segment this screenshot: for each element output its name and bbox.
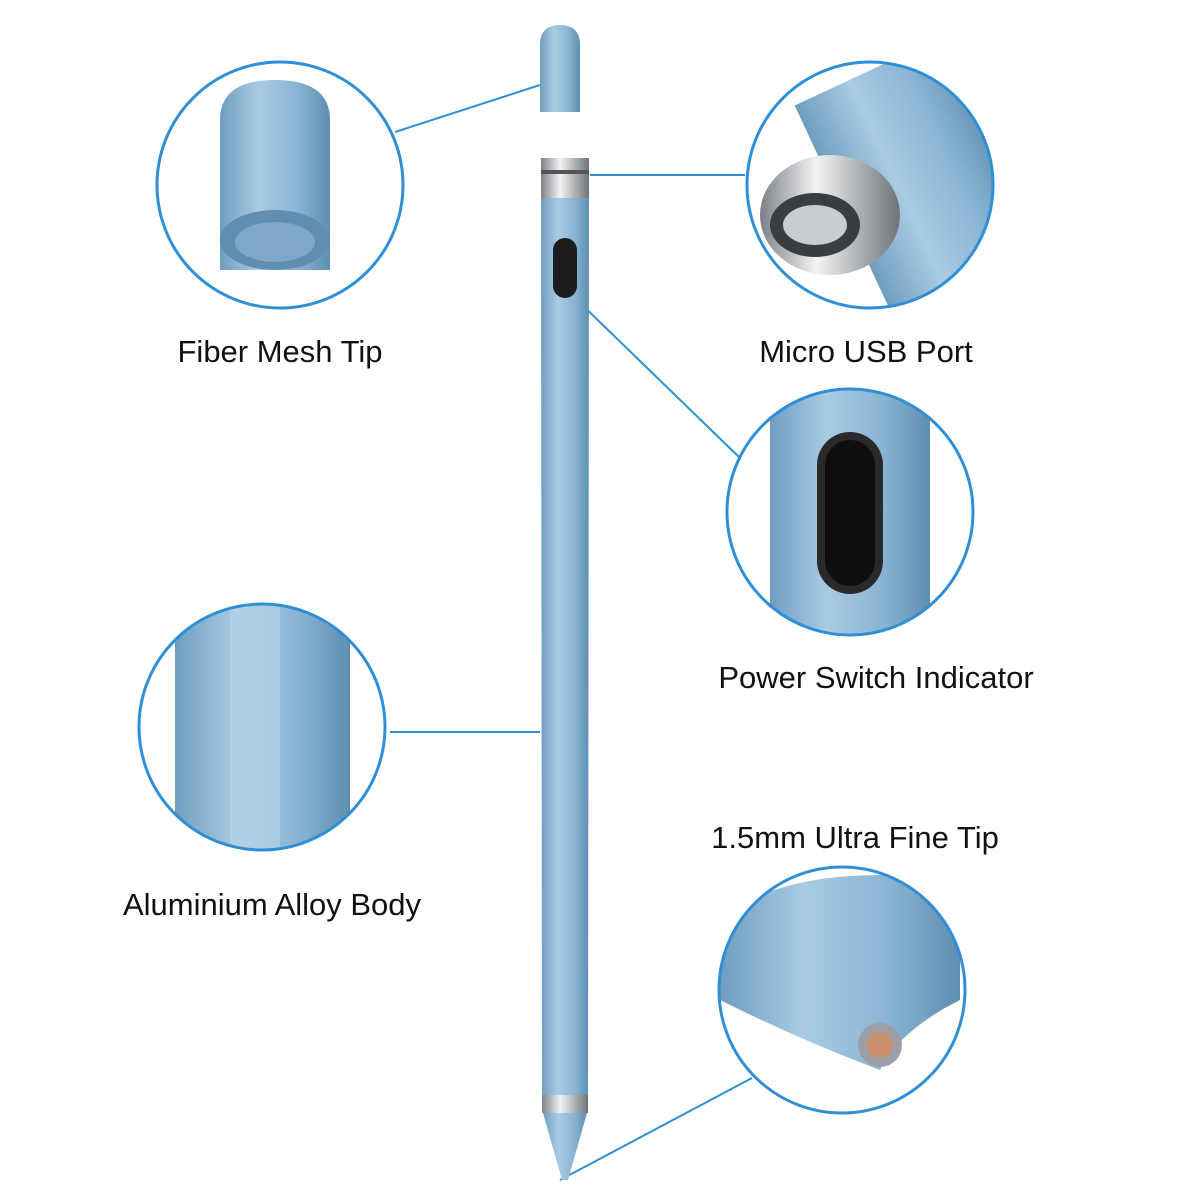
power-switch-callout (725, 387, 975, 637)
pen-cap (540, 25, 580, 112)
callout-lines (390, 84, 753, 1181)
fine-tip-label: 1.5mm Ultra Fine Tip (711, 820, 999, 855)
fiber-mesh-tip-label: Fiber Mesh Tip (177, 334, 383, 369)
alloy-body-callout (137, 602, 387, 852)
power-switch-slot (553, 238, 577, 298)
stylus-pen (541, 158, 589, 1180)
fiber-mesh-tip-callout (155, 60, 405, 310)
fine-tip-callout (717, 865, 967, 1115)
power-switch-label: Power Switch Indicator (718, 660, 1034, 695)
micro-usb-port-callout (745, 60, 995, 310)
micro-usb-port-label: Micro USB Port (759, 334, 973, 369)
alloy-body-label: Aluminium Alloy Body (122, 887, 422, 922)
